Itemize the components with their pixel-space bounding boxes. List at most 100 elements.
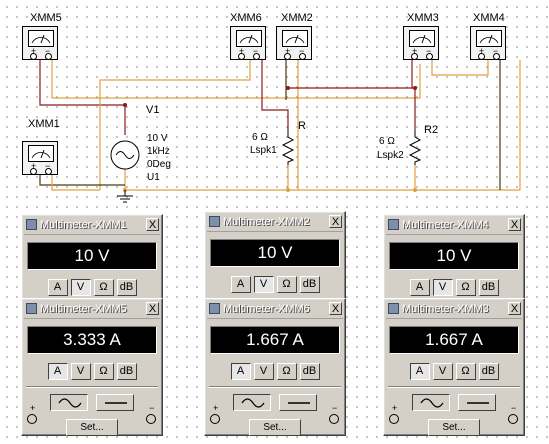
negative-terminal[interactable] [508, 414, 518, 424]
multimeter-window-xmm3[interactable]: Multimeter-XMM3 X 1.667 A A V Ω dB Set..… [383, 298, 525, 436]
ohmmeter-button[interactable]: Ω [93, 279, 114, 296]
decibel-button[interactable]: dB [116, 279, 137, 296]
wire [261, 60, 289, 130]
dc-line-icon [288, 402, 310, 404]
dc-mode-button[interactable] [458, 394, 496, 411]
positive-terminal[interactable] [389, 414, 399, 424]
voltmeter-button[interactable]: V [253, 363, 274, 380]
multimeter-xmm2-icon[interactable]: +− [276, 26, 312, 60]
title-bar[interactable]: Multimeter-XMM1 X [24, 217, 160, 235]
multimeter-xmm6-icon[interactable]: +− [230, 26, 266, 60]
dc-mode-button[interactable] [96, 394, 134, 411]
ammeter-button[interactable]: A [230, 276, 251, 293]
window-title: Multimeter-XMM1 [40, 219, 127, 231]
wire [51, 175, 100, 191]
ammeter-button[interactable]: A [47, 363, 68, 380]
voltmeter-button[interactable]: V [432, 363, 453, 380]
ammeter-button[interactable]: A [47, 279, 68, 296]
ohmmeter-button[interactable]: Ω [93, 363, 114, 380]
r2-name: R2 [424, 124, 439, 136]
ohmmeter-button[interactable]: Ω [455, 363, 476, 380]
close-button[interactable]: X [146, 218, 159, 231]
plus-sign: + [392, 403, 398, 413]
multimeter-app-icon [26, 219, 37, 230]
set-button[interactable]: Set... [66, 419, 118, 436]
r1-part: Lspk1 [250, 145, 277, 156]
set-button[interactable]: Set... [249, 419, 301, 436]
multimeter-xmm5-icon[interactable]: +− [22, 26, 58, 60]
resistor-r2-symbol [408, 130, 422, 165]
sine-wave-icon [58, 398, 82, 408]
window-title: Multimeter-XMM4 [402, 219, 489, 231]
minus-sign: − [511, 403, 517, 413]
title-bar[interactable]: Multimeter-XMM6 X [207, 301, 343, 319]
meter-label: XMM2 [281, 12, 313, 24]
ac-mode-button[interactable] [233, 394, 271, 411]
multimeter-xmm1-icon[interactable]: +− [22, 141, 58, 175]
sine-wave [115, 151, 135, 159]
voltmeter-button[interactable]: V [70, 363, 91, 380]
multimeter-xmm3-icon[interactable]: +− [403, 26, 439, 60]
title-bar[interactable]: Multimeter-XMM4 X [386, 217, 522, 235]
divider [209, 386, 341, 388]
ammeter-button[interactable]: A [409, 279, 430, 296]
source-voltage: 10 V [147, 133, 168, 144]
minus-sign: − [332, 403, 338, 413]
dc-line-icon [105, 402, 127, 404]
junction [286, 86, 290, 90]
ammeter-button[interactable]: A [230, 363, 251, 380]
close-button[interactable]: X [508, 302, 521, 315]
positive-terminal[interactable] [27, 414, 37, 424]
set-button[interactable]: Set... [428, 419, 480, 436]
negative-terminal[interactable] [329, 414, 339, 424]
title-bar[interactable]: Multimeter-XMM2 X [207, 214, 343, 232]
close-button[interactable]: X [329, 215, 342, 228]
ac-mode-button[interactable] [412, 394, 450, 411]
voltmeter-button[interactable]: V [70, 279, 91, 296]
junction [413, 188, 417, 192]
multimeter-window-xmm1[interactable]: Multimeter-XMM1 X 10 V A V Ω dB [21, 214, 163, 304]
ammeter-button[interactable]: A [409, 363, 430, 380]
voltmeter-button[interactable]: V [253, 276, 274, 293]
decibel-button[interactable]: dB [299, 363, 320, 380]
decibel-button[interactable]: dB [478, 363, 499, 380]
positive-terminal[interactable] [210, 414, 220, 424]
ohmmeter-button[interactable]: Ω [455, 279, 476, 296]
minus-sign: − [149, 403, 155, 413]
multimeter-window-xmm2[interactable]: Multimeter-XMM2 X 10 V A V Ω dB [204, 211, 346, 304]
window-title: Multimeter-XMM2 [223, 216, 310, 228]
multimeter-window-xmm4[interactable]: Multimeter-XMM4 X 10 V A V Ω dB [383, 214, 525, 304]
ground-symbol [117, 190, 133, 203]
meter-label: XMM1 [28, 118, 60, 130]
plus-sign: + [30, 403, 36, 413]
multimeter-window-xmm5[interactable]: Multimeter-XMM5 X 3.333 A A V Ω dB Set..… [21, 298, 163, 436]
multimeter-xmm4-icon[interactable]: +− [470, 26, 506, 60]
reading-display: 1.667 A [389, 326, 519, 354]
multimeter-window-xmm6[interactable]: Multimeter-XMM6 X 1.667 A A V Ω dB Set..… [204, 298, 346, 436]
ohmmeter-button[interactable]: Ω [276, 363, 297, 380]
ohmmeter-button[interactable]: Ω [276, 276, 297, 293]
negative-terminal[interactable] [146, 414, 156, 424]
source-ref: U1 [147, 172, 160, 183]
voltmeter-button[interactable]: V [432, 279, 453, 296]
ac-mode-button[interactable] [50, 394, 88, 411]
meter-label: XMM4 [473, 12, 505, 24]
source-phase: 0Deg [147, 159, 171, 170]
close-button[interactable]: X [146, 302, 159, 315]
meter-label: XMM3 [407, 12, 439, 24]
title-bar[interactable]: Multimeter-XMM3 X [386, 301, 522, 319]
dc-mode-button[interactable] [279, 394, 317, 411]
decibel-button[interactable]: dB [116, 363, 137, 380]
close-button[interactable]: X [508, 218, 521, 231]
decibel-button[interactable]: dB [299, 276, 320, 293]
decibel-button[interactable]: dB [478, 279, 499, 296]
close-button[interactable]: X [329, 302, 342, 315]
divider [26, 386, 158, 388]
wire [411, 60, 416, 130]
multimeter-app-icon [26, 303, 37, 314]
title-bar[interactable]: Multimeter-XMM5 X [24, 301, 160, 319]
plus-sign: + [213, 403, 219, 413]
r2-part: Lspk2 [377, 150, 404, 161]
r2-value: 6 Ω [379, 136, 395, 147]
